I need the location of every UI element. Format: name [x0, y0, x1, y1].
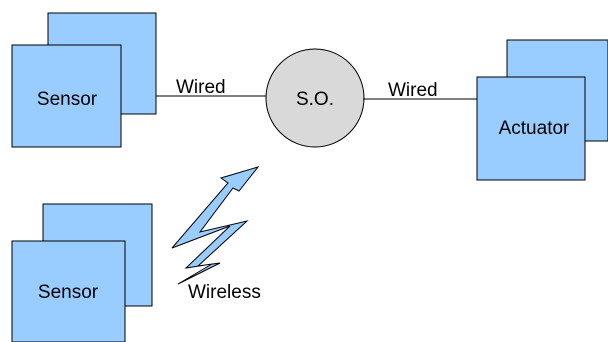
edge-wireless: Wireless — [171, 166, 261, 303]
actuator-node: Actuator — [476, 39, 608, 181]
sensor-node-top: Sensor — [11, 12, 157, 148]
edge-sensor-to-so: Wired — [156, 77, 268, 98]
sensor-node-bottom: Sensor — [11, 203, 153, 342]
so-label: S.O. — [296, 89, 334, 110]
so-circle — [265, 48, 365, 148]
actuator-label: Actuator — [499, 118, 570, 139]
lightning-bolt-icon — [171, 166, 260, 285]
wired-label-right: Wired — [388, 80, 438, 101]
actuator-front-box — [476, 76, 586, 181]
edge-so-to-actuator: Wired — [363, 80, 477, 101]
so-node: S.O. — [265, 48, 365, 148]
wireless-label: Wireless — [188, 282, 261, 303]
sensor-bottom-label: Sensor — [38, 282, 99, 303]
wired-label-left: Wired — [176, 77, 226, 98]
sensor-top-label: Sensor — [37, 89, 98, 110]
sensor-bottom-front-box — [11, 240, 126, 342]
sensor-top-front-box — [11, 44, 122, 148]
